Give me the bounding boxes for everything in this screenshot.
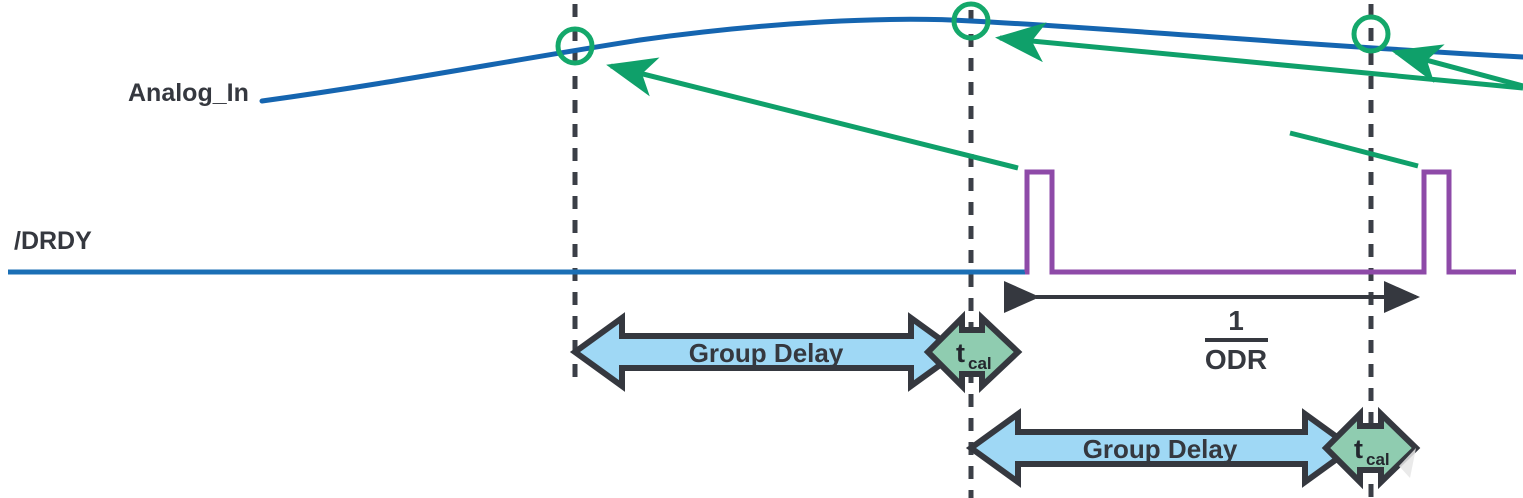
odr-numerator: 1 (1228, 305, 1244, 336)
tcal-2-diamond-arrow (1321, 406, 1421, 490)
odr-denominator: ODR (1205, 344, 1267, 375)
drdy-purple-waveform (1024, 169, 1516, 275)
tcal-1-label: t (956, 338, 965, 368)
callout-arrow-tail-left (1289, 130, 1319, 143)
tcal-2-subscript: cal (1366, 450, 1390, 469)
group-delay-1-label: Group Delay (689, 338, 844, 368)
analog-in-curve (259, 16, 1523, 104)
measurement-group-delay-1: Group Delay (569, 312, 964, 392)
tcal-1-diamond-arrow (923, 310, 1023, 394)
sample-point-marker-3 (1351, 14, 1391, 54)
group-delay-2-label: Group Delay (1083, 434, 1238, 464)
measurement-tcal-2: t cal (1321, 406, 1421, 490)
tcal-2-label: t (1354, 434, 1363, 464)
measurement-group-delay-2: Group Delay (965, 408, 1358, 488)
dashed-edge-lines (572, 4, 1374, 498)
drdy-signal-label: /DRDY (14, 227, 92, 255)
callout-arrow-right-to-sample3 (1391, 44, 1523, 89)
callout-arrow-edge2-to-sample3 (1317, 137, 1419, 169)
measurement-tcal-1: t cal (923, 310, 1023, 394)
measurement-odr-period: 1 ODR (1004, 281, 1420, 375)
sample-point-marker-1 (555, 26, 595, 66)
tcal-2-corner-fold (1399, 448, 1416, 478)
tcal-1-subscript: cal (968, 354, 992, 373)
callout-arrows (606, 22, 1523, 171)
analog-in-signal-label: Analog_In (128, 79, 249, 107)
sample-point-marker-2 (951, 1, 991, 41)
callout-arrow-edge1-to-sample1 (606, 57, 1019, 171)
sample-point-markers (555, 1, 1391, 66)
